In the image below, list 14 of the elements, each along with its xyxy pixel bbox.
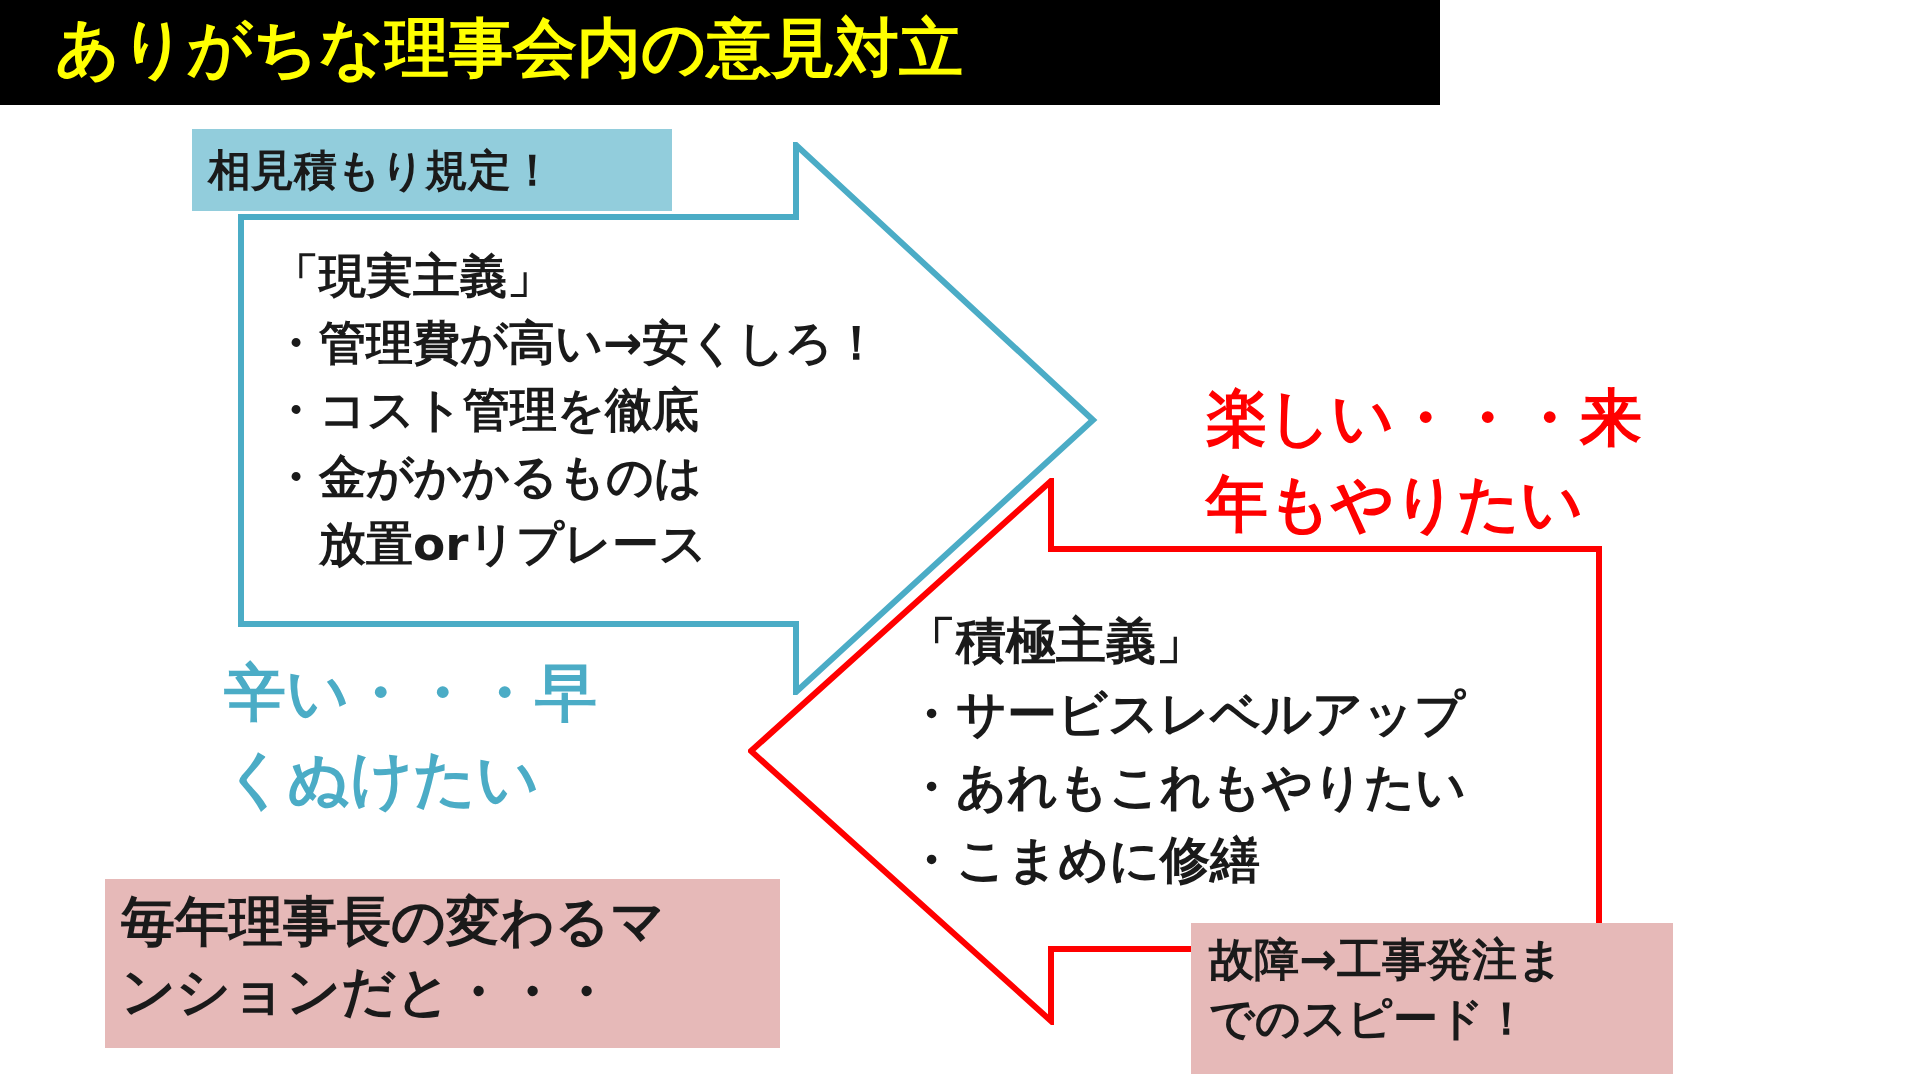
note-box: 毎年理事長の変わるマンションだと・・・ [105,879,780,1048]
note-box: 故障→工事発注までのスピード！ [1191,923,1673,1074]
heading: 「積極主義」 [906,611,1207,672]
remark-text: 辛い・・・早くぬけたい [224,655,598,817]
bullet-text: ・コスト管理を徹底 [272,381,700,439]
bullet-text: ・あれもこれもやりたい [906,757,1466,818]
bullet-text: ・管理費が高い→安くしろ！ [272,314,881,372]
remark-text: 楽しい・・・来年もやりたい [1206,380,1643,542]
note-box: 相見積もり規定！ [192,129,672,211]
bullet-text: ・金がかかるものは放置orリプレース [272,448,709,573]
title: ありがちな理事会内の意見対立 [55,10,963,87]
bullet-text: ・こまめに修繕 [906,830,1261,891]
heading: 「現実主義」 [272,247,555,305]
bullet-text: ・サービスレベルアップ [906,684,1466,745]
